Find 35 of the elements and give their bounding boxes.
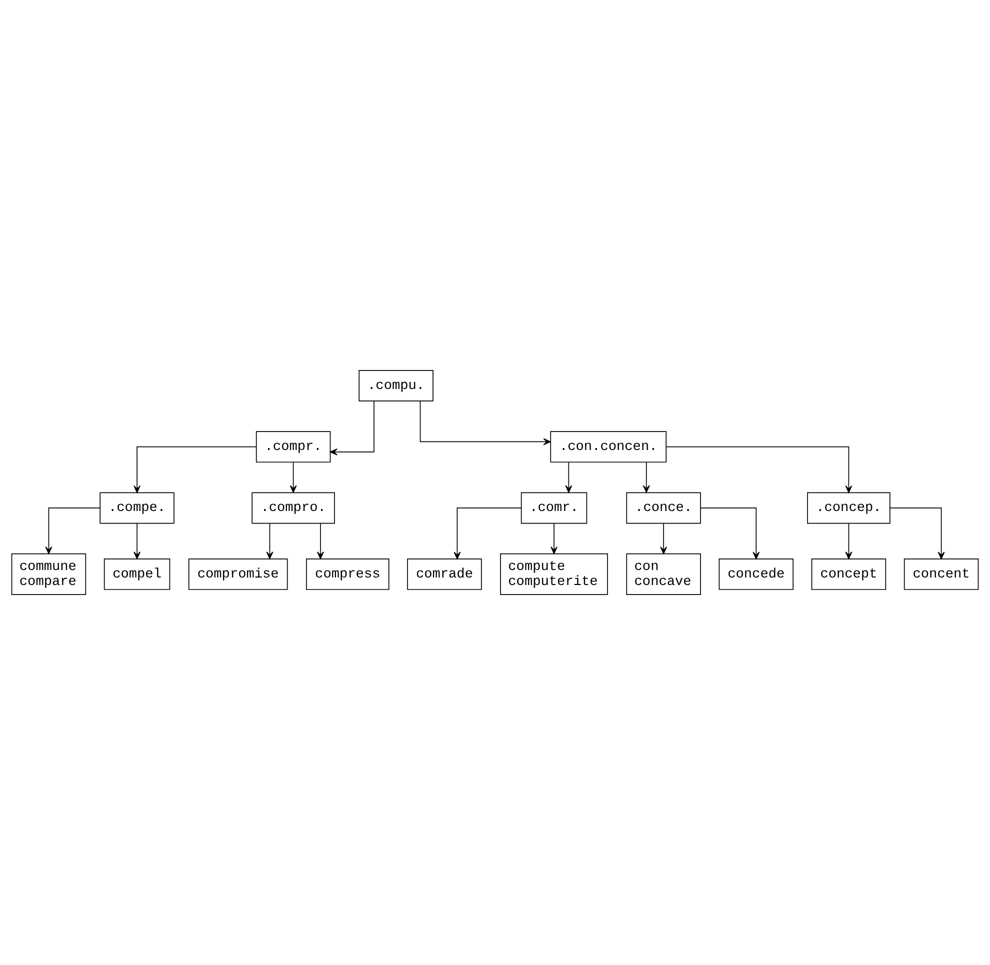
arrow	[565, 462, 572, 493]
node-box: concede	[718, 558, 794, 590]
node-box: commune compare	[11, 553, 86, 596]
node-box: compromise	[188, 558, 288, 590]
node-box: .concep.	[807, 492, 890, 524]
node-box: .compro.	[252, 492, 335, 524]
arrow	[266, 522, 274, 560]
arrow	[290, 462, 297, 493]
node-box: con concave	[626, 553, 701, 596]
node-box: .con.concen.	[550, 431, 667, 463]
arrow	[454, 508, 522, 560]
arrow	[550, 522, 558, 554]
node-box: comrade	[407, 558, 482, 590]
node-box: .comr.	[520, 492, 588, 524]
arrow	[330, 400, 374, 456]
node-box: concept	[811, 558, 886, 590]
node-box: compress	[306, 558, 390, 590]
arrow	[700, 508, 760, 560]
node-box: .conce.	[626, 492, 701, 524]
arrow	[134, 446, 257, 493]
arrow	[890, 508, 945, 560]
node-box: .compe.	[100, 492, 174, 524]
arrow	[45, 508, 101, 554]
node-box: .compr.	[256, 431, 331, 463]
arrow	[317, 522, 324, 560]
arrow	[660, 522, 668, 554]
node-box: .compu.	[358, 370, 434, 402]
node-box: compel	[104, 558, 170, 590]
arrow	[134, 522, 141, 560]
arrow	[420, 400, 551, 446]
arrow	[642, 462, 650, 493]
node-box: concent	[904, 558, 979, 590]
arrow	[845, 522, 852, 560]
arrow	[666, 446, 852, 493]
node-box: compute computerite	[500, 553, 608, 596]
